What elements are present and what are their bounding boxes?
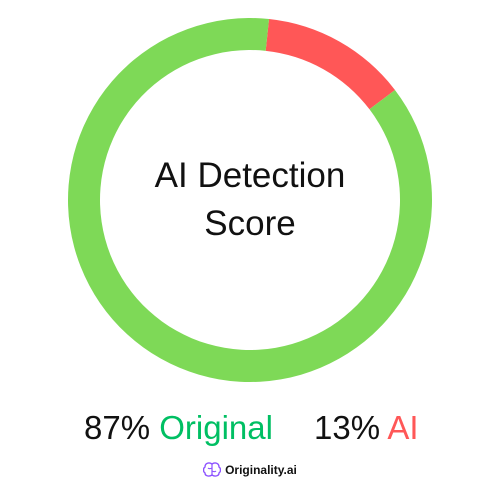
chart-title-line-2: Score bbox=[204, 204, 296, 243]
brain-icon bbox=[202, 462, 222, 478]
legend-original-percent: 87% bbox=[84, 409, 151, 446]
legend-original-label: Original bbox=[159, 409, 273, 446]
chart-title: AI Detection Score bbox=[100, 152, 400, 248]
legend-item-ai: 13% AI bbox=[314, 406, 419, 450]
chart-legend: 87% Original 13% AI bbox=[0, 406, 500, 450]
brand-name: Originality.ai bbox=[225, 463, 297, 477]
chart-title-line-1: AI Detection bbox=[154, 156, 346, 195]
legend-ai-percent: 13% bbox=[314, 409, 381, 446]
legend-ai-label: AI bbox=[387, 409, 419, 446]
footer-branding: Originality.ai bbox=[0, 462, 500, 482]
legend-item-original: 87% Original bbox=[84, 406, 273, 450]
donut-slice-ai bbox=[265, 18, 395, 110]
